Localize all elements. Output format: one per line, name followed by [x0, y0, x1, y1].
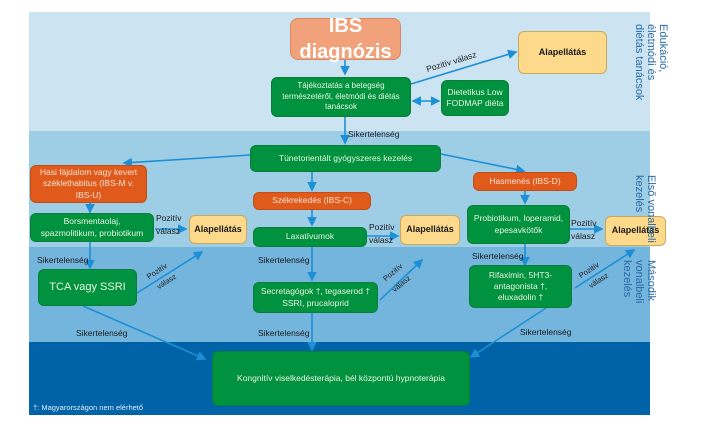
positive-label-c-1: Pozitív: [369, 222, 395, 232]
basic-care-box-top: Alapellátás: [518, 31, 607, 74]
failure-label-d-2: Sikertelenség: [520, 327, 572, 337]
ibs-m-box: Hasi fájdalom vagy kevert széklethabitus…: [30, 165, 147, 203]
dietitian-box: Dietetikus Low FODMAP diéta: [441, 80, 509, 116]
symptom-treatment-box: Tünetorientált gyógyszeres kezelés: [250, 145, 441, 172]
side-label-first-line: Első vonalbeli kezelés: [633, 175, 657, 243]
positive-label-m-2: válasz: [156, 226, 181, 236]
positive-label-m-1: Pozitív: [156, 213, 182, 223]
second-line-c-box: Secretagógok †, tegaserod † SSRI, prucal…: [253, 282, 378, 313]
failure-label-c-1: Sikertelenség: [258, 255, 310, 265]
first-line-m-box: Borsmentaolaj, spazmolitikum, probiotiku…: [30, 213, 154, 242]
education-box: Tájékoztatás a betegség természetéről, é…: [271, 77, 411, 117]
failure-label-m-1: Sikertelenség: [37, 255, 89, 265]
arrow-second-d-basic: [574, 249, 636, 289]
arrow-edu-to-basic: [410, 49, 518, 85]
psychotherapy-box: Kongnitív viselkedésterápia, bél központ…: [212, 351, 470, 406]
failure-label-d-1: Sikertelenség: [472, 251, 524, 261]
positive-label-d-2: válasz: [571, 231, 596, 241]
basic-care-box-c: Alapellátás: [400, 215, 460, 245]
arrow-second-c-basic: [379, 258, 424, 301]
side-label-second-line: Második vonalbeli kezelés: [621, 260, 657, 304]
second-line-m-box: TCA vagy SSRI: [38, 269, 137, 306]
ibs-diagnosis-box: IBS diagnózis: [290, 15, 401, 63]
positive-label-c-2: válasz: [369, 235, 394, 245]
ibs-d-box: Hasmenés (IBS-D): [473, 172, 577, 191]
first-line-d-box: Probiotikum, loperamid, epesavkötők: [467, 205, 570, 244]
failure-label-m-2: Sikertelenség: [76, 328, 128, 338]
arrow-symptom-to-m: [122, 154, 251, 168]
second-line-d-box: Rifaximin, 5HT3-antagonista †, eluxadoli…: [469, 265, 572, 308]
arrow-second-m-basic: [136, 251, 204, 294]
arrow-symptom-to-d: [440, 153, 526, 175]
failure-label-c-2: Sikertelenség: [258, 328, 310, 338]
failure-label-edu: Sikertelenség: [348, 129, 400, 139]
arrow-d-to-final: [469, 307, 547, 358]
basic-care-box-m: Alapellátás: [189, 215, 247, 244]
basic-care-box-d: Alapellátás: [605, 216, 666, 246]
first-line-c-box: Laxatívumok: [253, 227, 367, 247]
side-label-education-text: Edukáció, élet­módi és diétás tanácsok: [633, 24, 669, 101]
footnote: †: Magyarországon nem elérhető: [33, 403, 144, 412]
ibs-c-box: Székrekedés (IBS-C): [253, 192, 371, 210]
arrow-m-to-final: [82, 305, 207, 361]
positive-label-d-1: Pozitív: [571, 218, 597, 228]
